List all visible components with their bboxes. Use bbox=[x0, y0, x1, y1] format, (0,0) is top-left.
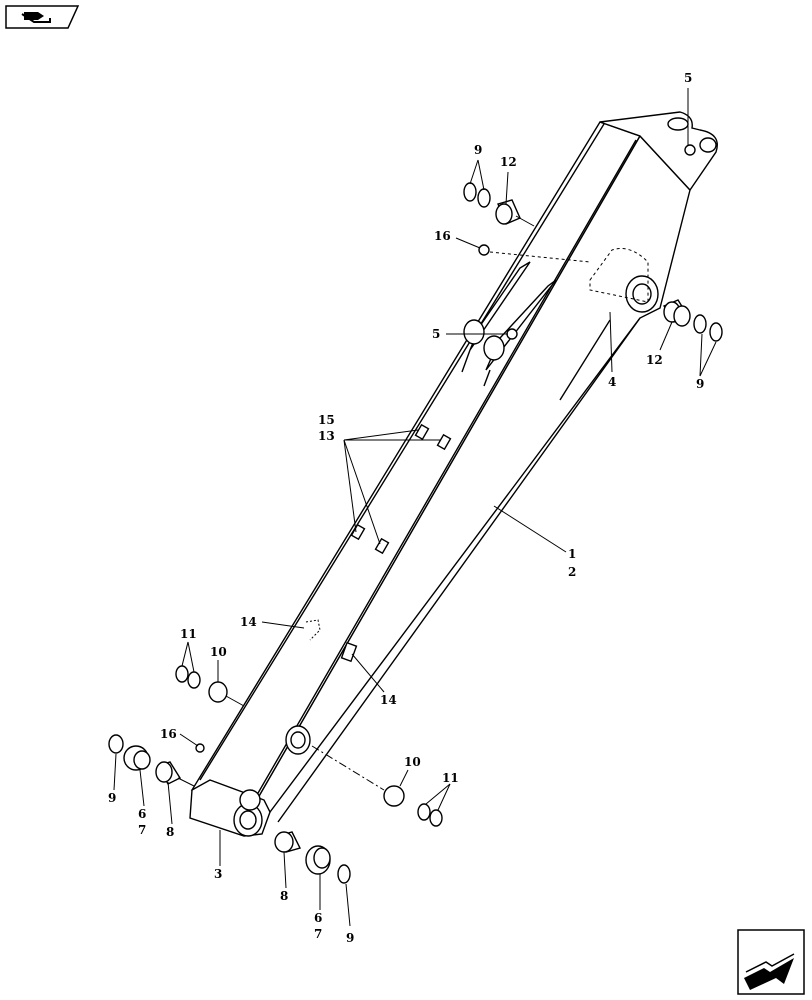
callout-15: 15 bbox=[318, 413, 335, 427]
callout-9: 9 bbox=[696, 377, 704, 391]
callout-7: 7 bbox=[138, 823, 146, 837]
callout-5: 5 bbox=[684, 71, 692, 85]
callout-12: 12 bbox=[500, 155, 517, 169]
callout-14: 14 bbox=[380, 693, 397, 707]
callout-9: 9 bbox=[346, 931, 354, 945]
callout-11: 11 bbox=[180, 627, 197, 641]
callout-12: 12 bbox=[646, 353, 663, 367]
callout-10: 10 bbox=[404, 755, 421, 769]
seal-ring bbox=[463, 182, 477, 202]
book-arrow-icon[interactable] bbox=[4, 4, 80, 30]
callout-4: 4 bbox=[608, 375, 616, 389]
callout-10: 10 bbox=[210, 645, 227, 659]
callout-labels: 5 9 12 16 5 4 12 9 15 13 1 2 14 14 11 10… bbox=[108, 71, 704, 945]
loose-parts bbox=[108, 182, 723, 884]
seal-ring bbox=[477, 188, 491, 208]
callout-16: 16 bbox=[160, 727, 177, 741]
callout-2: 2 bbox=[568, 565, 576, 579]
leader-lines bbox=[113, 88, 717, 927]
callout-16: 16 bbox=[434, 229, 451, 243]
callout-14: 14 bbox=[240, 615, 257, 629]
callout-13: 13 bbox=[318, 429, 335, 443]
boom-body bbox=[189, 111, 718, 837]
callout-6: 6 bbox=[314, 911, 322, 925]
callout-9: 9 bbox=[108, 791, 116, 805]
callout-5: 5 bbox=[432, 327, 440, 341]
callout-9: 9 bbox=[474, 143, 482, 157]
next-page-arrow-icon[interactable] bbox=[736, 928, 806, 996]
callout-6: 6 bbox=[138, 807, 146, 821]
callout-11: 11 bbox=[442, 771, 459, 785]
callout-8: 8 bbox=[280, 889, 288, 903]
callout-1: 1 bbox=[568, 547, 576, 561]
callout-7: 7 bbox=[314, 927, 322, 941]
callout-8: 8 bbox=[166, 825, 174, 839]
callout-3: 3 bbox=[214, 867, 222, 881]
